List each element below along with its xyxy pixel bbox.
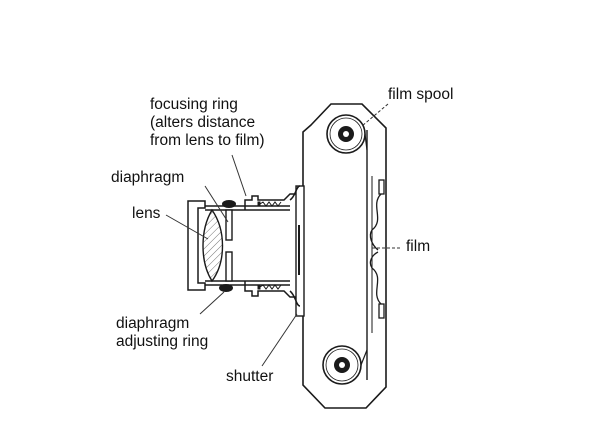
leader-film-spool [361, 103, 389, 127]
label-diaphragm-adjusting-ring-line1: diaphragm [116, 315, 190, 332]
film-spool-top [326, 114, 368, 154]
shutter-plate [295, 185, 305, 317]
label-film-spool: film spool [388, 86, 454, 103]
leader-lines [165, 103, 400, 367]
diaphragm-knob-top [222, 200, 236, 208]
leader-lens [165, 214, 209, 240]
leader-focusing-ring [231, 154, 247, 197]
diaphragm-knob-bottom [219, 284, 233, 292]
film-pressure-plate [369, 179, 385, 319]
label-film: film [406, 238, 431, 255]
label-diaphragm: diaphragm [111, 169, 185, 186]
focusing-thread [257, 201, 282, 290]
label-focusing-ring-line1: focusing ring [150, 96, 238, 113]
label-focusing-ring-line2: (alters distance [150, 114, 256, 131]
leader-diaphragm-adjusting [199, 291, 225, 315]
leader-diaphragm [204, 185, 229, 223]
label-diaphragm-adjusting-ring-line2: adjusting ring [116, 333, 209, 350]
label-lens: lens [132, 205, 161, 222]
lens-barrel [187, 185, 301, 307]
leader-shutter [261, 313, 298, 367]
diaphragm-blades [225, 209, 233, 282]
lens-element [202, 208, 224, 283]
label-shutter: shutter [226, 368, 274, 385]
label-diaphragm-adjusting-ring: diaphragm adjusting ring [116, 315, 208, 351]
label-focusing-ring: focusing ring (alters distance from lens… [150, 96, 265, 150]
label-focusing-ring-line3: from lens to film) [150, 132, 265, 149]
film-spool-bottom [322, 345, 368, 385]
